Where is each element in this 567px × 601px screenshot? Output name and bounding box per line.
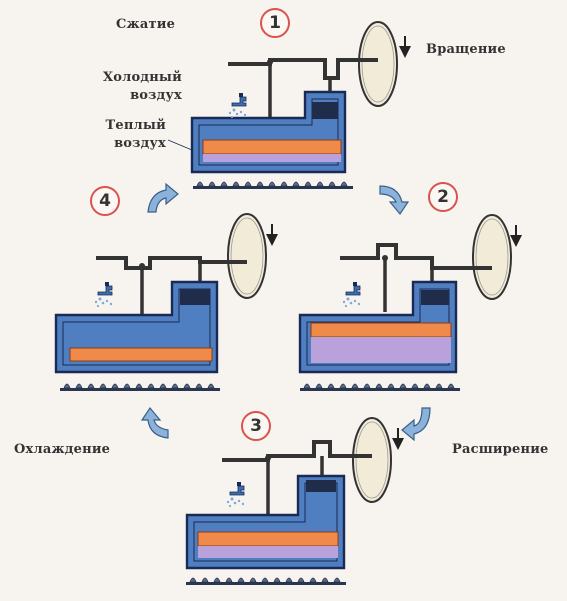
burner-icon: [59, 383, 221, 392]
flywheel-icon: [358, 21, 398, 107]
label-warm-air-line1: Теплый: [105, 118, 166, 133]
burner-icon: [185, 577, 347, 586]
label-compression: Сжатие: [116, 17, 176, 32]
step-number-3: 3: [241, 411, 271, 441]
cycle-arrow-icon: [140, 182, 431, 442]
engine-state-1: [190, 21, 411, 190]
step-number-2: 2: [428, 182, 458, 212]
flywheel-icon: [227, 213, 267, 299]
faucet-icon: [342, 281, 361, 308]
engine-state-3: [185, 417, 404, 586]
label-rotation: Вращение: [426, 42, 506, 57]
faucet-icon: [226, 481, 245, 508]
step-number-4: 4: [90, 186, 120, 216]
flywheel-icon: [472, 214, 512, 300]
flywheel-icon: [352, 417, 392, 503]
faucet-icon: [94, 281, 113, 308]
burner-icon: [299, 383, 461, 392]
label-warm-air-line2: воздух: [114, 136, 166, 151]
warm-air-pointer: [167, 139, 193, 151]
faucet-icon: [228, 92, 247, 119]
engine-state-2: [298, 214, 522, 392]
label-cooling: Охлаждение: [14, 442, 111, 457]
label-expansion: Расширение: [452, 442, 549, 457]
step-number-1: 1: [260, 8, 290, 38]
label-cold-air-line2: воздух: [130, 88, 182, 103]
burner-icon: [192, 181, 354, 190]
label-cold-air-line1: Холодный: [102, 70, 182, 85]
engine-state-4: [54, 213, 278, 392]
